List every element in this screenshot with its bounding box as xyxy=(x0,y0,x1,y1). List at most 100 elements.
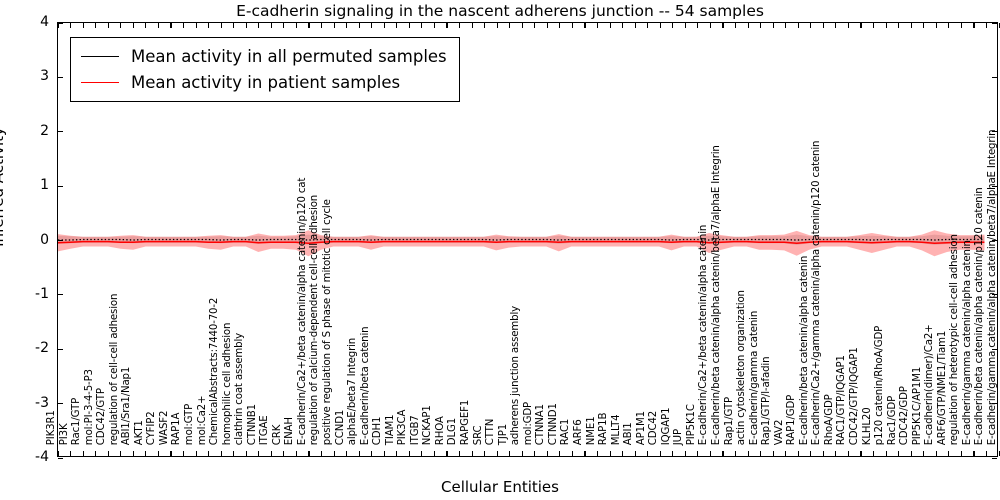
x-tick-mark xyxy=(396,23,398,28)
x-tick-mark xyxy=(597,451,599,456)
x-tick-label: AKT1 xyxy=(133,420,145,445)
legend-label-permuted: Mean activity in all permuted samples xyxy=(131,46,447,66)
x-tick-mark xyxy=(371,23,373,28)
x-tick-label: E-cadherin/beta catenin xyxy=(359,326,371,445)
x-tick-mark xyxy=(333,23,335,28)
x-tick-mark xyxy=(484,23,486,28)
x-tick-label: ENAH xyxy=(284,416,296,445)
x-tick-label: E-cadherin/gamma catenin xyxy=(748,310,760,445)
x-tick-mark xyxy=(898,451,900,456)
x-tick-mark xyxy=(609,451,611,456)
x-tick-label: actin cytoskeleton organization xyxy=(735,289,747,445)
legend-item-permuted: Mean activity in all permuted samples xyxy=(81,43,447,69)
x-tick-mark xyxy=(433,451,435,456)
x-tick-label: PIK3CA xyxy=(397,409,409,446)
x-tick-mark xyxy=(684,23,686,28)
x-tick-mark xyxy=(283,23,285,28)
x-tick-label: JUP xyxy=(673,428,685,445)
x-tick-mark xyxy=(584,23,586,28)
x-tick-mark xyxy=(120,23,122,28)
y-tick-label: -4 xyxy=(35,449,49,465)
chart-title: E-cadherin signaling in the nascent adhe… xyxy=(236,2,764,20)
x-tick-label: ARF6 xyxy=(572,419,584,445)
x-tick-mark xyxy=(484,451,486,456)
x-tick-mark xyxy=(458,23,461,28)
x-tick-mark xyxy=(509,451,511,456)
y-tick-mark xyxy=(992,294,997,296)
y-tick-mark xyxy=(992,457,997,459)
x-tick-label: mol:PI-3-4-5-P3 xyxy=(83,368,95,445)
x-tick-label: ABI1 xyxy=(622,422,634,445)
x-tick-mark xyxy=(885,451,887,456)
x-tick-mark xyxy=(923,23,925,28)
x-tick-mark xyxy=(985,23,988,28)
x-tick-mark xyxy=(873,23,875,28)
y-tick-mark xyxy=(992,76,997,78)
x-tick-mark xyxy=(333,451,335,456)
x-tick-mark xyxy=(672,23,674,28)
x-tick-label: CTTN xyxy=(484,418,496,445)
x-tick-mark xyxy=(697,23,699,28)
x-tick-mark xyxy=(609,23,611,28)
x-tick-mark xyxy=(546,451,548,456)
x-tick-label: AP1M1 xyxy=(635,410,647,445)
plot-area xyxy=(58,23,997,456)
y-tick-mark xyxy=(992,240,997,242)
x-tick-mark xyxy=(822,451,824,456)
x-tick-mark xyxy=(408,23,410,28)
y-tick-mark xyxy=(992,131,997,133)
x-tick-label: MLLT4 xyxy=(610,414,622,445)
x-tick-mark xyxy=(797,23,799,28)
x-tick-mark xyxy=(57,451,59,456)
x-tick-mark xyxy=(584,451,586,456)
y-tick-label: -3 xyxy=(35,394,49,411)
x-tick-mark xyxy=(559,451,561,456)
legend-label-patient: Mean activity in patient samples xyxy=(131,72,401,92)
x-tick-label: NCKAP1 xyxy=(422,405,434,445)
x-tick-label: RAPGEF1 xyxy=(459,399,471,445)
x-tick-label: adherens junction assembly xyxy=(510,305,522,445)
x-tick-label: mol:GTP xyxy=(183,403,195,445)
x-tick-label: clathrin coat assembly xyxy=(233,332,245,445)
x-tick-mark xyxy=(358,451,360,456)
x-tick-mark xyxy=(358,23,360,28)
y-tick-mark xyxy=(992,22,997,24)
y-tick-label: 3 xyxy=(40,68,49,85)
x-tick-mark xyxy=(810,23,812,28)
x-tick-mark xyxy=(320,23,323,28)
x-tick-mark xyxy=(659,23,661,28)
x-tick-mark xyxy=(220,23,222,28)
x-tick-mark xyxy=(898,23,900,28)
y-tick-mark xyxy=(58,348,63,350)
x-tick-mark xyxy=(346,451,348,456)
x-tick-label: regulation of heterotypic cell-cell adhe… xyxy=(949,233,961,445)
x-tick-mark xyxy=(910,451,912,456)
x-tick-mark xyxy=(157,451,159,456)
x-tick-label: CDC42/GDP xyxy=(898,386,910,445)
x-tick-label: RAC1 xyxy=(560,418,572,445)
x-tick-label: CDC42 xyxy=(648,410,660,445)
x-tick-mark xyxy=(145,23,147,28)
x-tick-mark xyxy=(571,451,573,456)
x-tick-label: RhoA/GDP xyxy=(823,394,835,445)
x-tick-label: PIP5K1C xyxy=(685,404,697,445)
x-tick-mark xyxy=(383,451,385,456)
x-axis-label: Cellular Entities xyxy=(441,478,559,496)
x-tick-mark xyxy=(672,451,674,456)
x-tick-mark xyxy=(534,451,536,456)
x-tick-label: RAP1/GDP xyxy=(786,394,798,445)
x-tick-label: Rac1/GDP xyxy=(886,395,898,445)
y-tick-mark xyxy=(58,185,63,187)
x-tick-label: CDC42/GTP/IQGAP1 xyxy=(848,347,860,445)
y-tick-mark xyxy=(58,240,63,242)
x-tick-mark xyxy=(208,23,210,28)
x-tick-mark xyxy=(458,451,461,456)
x-tick-mark xyxy=(308,451,310,456)
x-tick-mark xyxy=(170,23,172,28)
x-tick-label: ChemicalAbstracts:7440-70-2 xyxy=(208,297,220,445)
x-tick-mark xyxy=(182,451,185,456)
x-tick-mark xyxy=(647,451,649,456)
x-tick-mark xyxy=(559,23,561,28)
x-tick-mark xyxy=(346,23,348,28)
